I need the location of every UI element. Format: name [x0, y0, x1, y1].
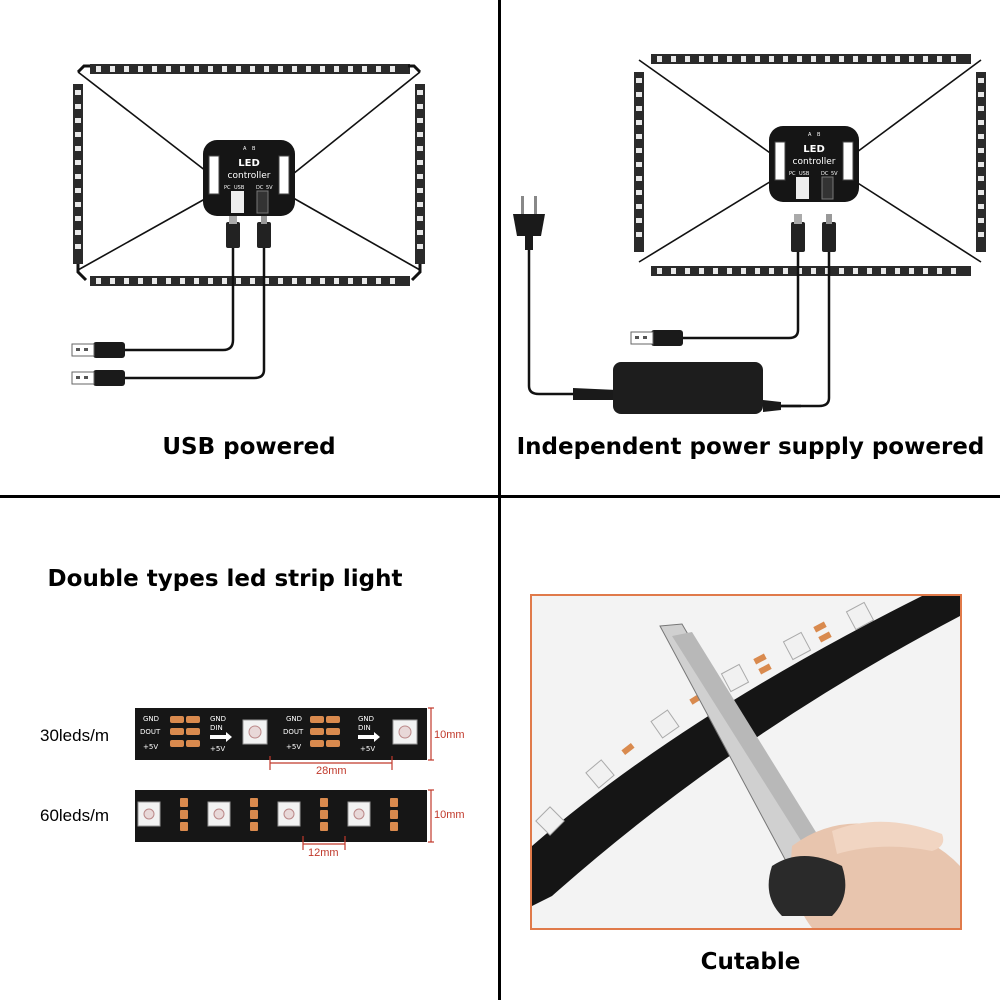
led-controller: LED controller A B PC USB DC 5V — [203, 140, 295, 216]
controller-top-a: A — [808, 132, 812, 138]
controller-port-pc: PC — [224, 185, 231, 191]
pcb-5v-mark: +5V — [360, 745, 375, 753]
controller-top-b: B — [817, 132, 821, 138]
strip-30-pitch: 28mm — [316, 765, 347, 777]
strip-60-pitch: 12mm — [308, 847, 339, 859]
controller-top-a: A — [243, 146, 247, 152]
power-adapter — [573, 362, 781, 414]
pcb-dout-mark: DOUT — [283, 728, 304, 736]
strip-30-leds: GND DOUT +5V GND DIN +5V GND DOUT +5V GN… — [135, 708, 427, 760]
strip-60-height: 10mm — [434, 809, 465, 821]
usb-powered-diagram: LED controller A B PC USB DC 5V — [71, 64, 425, 386]
strip-30-height: 10mm — [434, 729, 465, 741]
cutable-photo — [530, 594, 962, 930]
controller-top-b: B — [252, 146, 256, 152]
strip-60-leds — [135, 790, 427, 842]
usb-powered-caption: USB powered — [162, 434, 336, 460]
controller-port-usb: USB — [234, 185, 245, 191]
vertical-divider — [498, 0, 501, 1000]
double-types-title: Double types led strip light — [47, 566, 403, 592]
pcb-gnd-mark: GND — [210, 715, 226, 723]
usb-plug-icon — [71, 370, 125, 386]
pcb-din-mark: DIN — [358, 724, 371, 732]
controller-port-pc: PC — [789, 171, 796, 177]
pcb-5v-mark: +5V — [210, 745, 225, 753]
pcb-gnd-mark: GND — [358, 715, 374, 723]
controller-title-2: controller — [228, 171, 271, 181]
controller-port-usb: USB — [799, 171, 810, 177]
led-controller: LED controller A B PC USB DC 5V — [769, 126, 859, 202]
controller-title-1: LED — [238, 158, 260, 169]
scissors-cutting-strip — [532, 596, 960, 928]
cutable-caption: Cutable — [700, 949, 801, 975]
controller-title-2: controller — [793, 157, 836, 167]
pcb-din-mark: DIN — [210, 724, 223, 732]
usb-plug-icon — [630, 330, 683, 346]
controller-port-5v: 5V — [266, 185, 273, 191]
power-plug-icon — [513, 196, 545, 250]
pcb-gnd-mark: GND — [143, 715, 159, 723]
strip-30-label: 30leds/m — [40, 726, 109, 745]
controller-title-1: LED — [803, 144, 825, 155]
independent-power-diagram: LED controller A B PC USB DC 5V — [513, 54, 986, 414]
horizontal-divider — [0, 495, 1000, 498]
pcb-gnd-mark: GND — [286, 715, 302, 723]
usb-plug-icon — [71, 342, 125, 358]
pcb-dout-mark: DOUT — [140, 728, 161, 736]
led-strip-types-diagram: GND DOUT +5V GND DIN +5V GND DOUT +5V GN… — [135, 707, 465, 859]
controller-port-dc: DC — [821, 171, 829, 177]
independent-power-caption: Independent power supply powered — [516, 434, 985, 460]
strip-60-label: 60leds/m — [40, 806, 109, 825]
controller-port-5v: 5V — [831, 171, 838, 177]
pcb-5v-mark: +5V — [143, 743, 158, 751]
pcb-5v-mark: +5V — [286, 743, 301, 751]
controller-port-dc: DC — [256, 185, 264, 191]
